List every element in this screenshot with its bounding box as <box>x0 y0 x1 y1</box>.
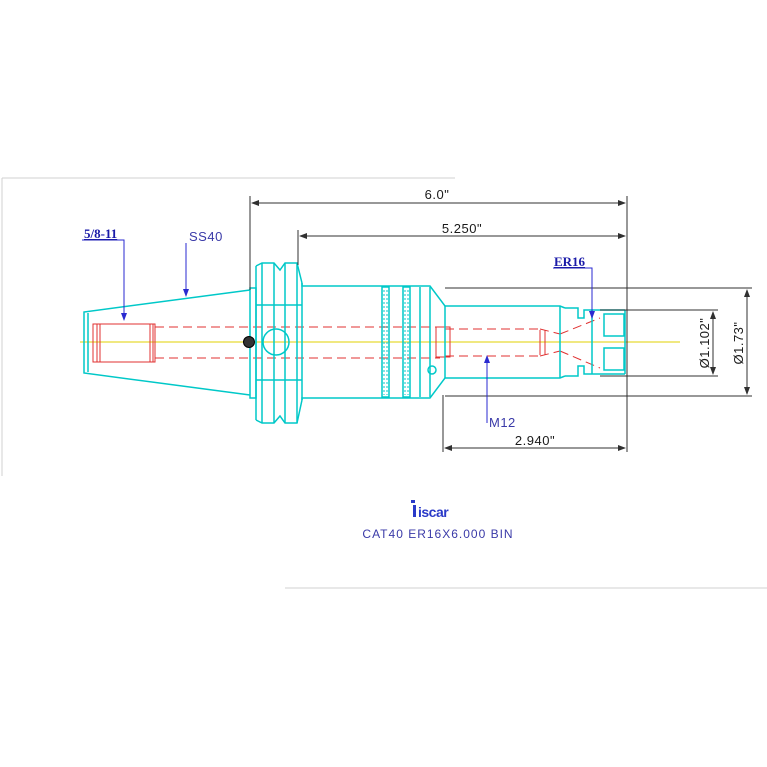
leader-lines <box>82 239 595 423</box>
v-flange <box>249 262 303 424</box>
knurl-rings <box>383 290 409 395</box>
retention-thread-label: 5/8-11 <box>84 226 117 241</box>
screw-label: M12 <box>489 415 516 430</box>
iscar-logo: iscar <box>411 500 450 520</box>
retention-thread-bore <box>92 323 546 363</box>
gauge-point-marker <box>243 336 255 348</box>
extension-lines <box>249 196 752 452</box>
overall-length-dimension: 6.0" <box>425 187 450 202</box>
holder-body <box>301 283 626 400</box>
nose-diameter-dimension: Ø1.102" <box>697 318 712 369</box>
body-diameter-dimension: Ø1.73" <box>731 321 746 364</box>
drawing-frame <box>1 177 767 589</box>
drawing-caption: CAT40 ER16X6.000 BIN <box>362 527 513 541</box>
nose-length-dimension: 2.940" <box>515 433 555 448</box>
taper-label: SS40 <box>189 229 223 244</box>
collet-label: ER16 <box>554 254 586 269</box>
dimension-lines <box>251 200 750 451</box>
taper-shank <box>83 289 251 396</box>
hidden-lines <box>155 317 601 369</box>
svg-text:iscar: iscar <box>418 504 449 520</box>
flange-length-dimension: 5.250" <box>442 221 482 236</box>
